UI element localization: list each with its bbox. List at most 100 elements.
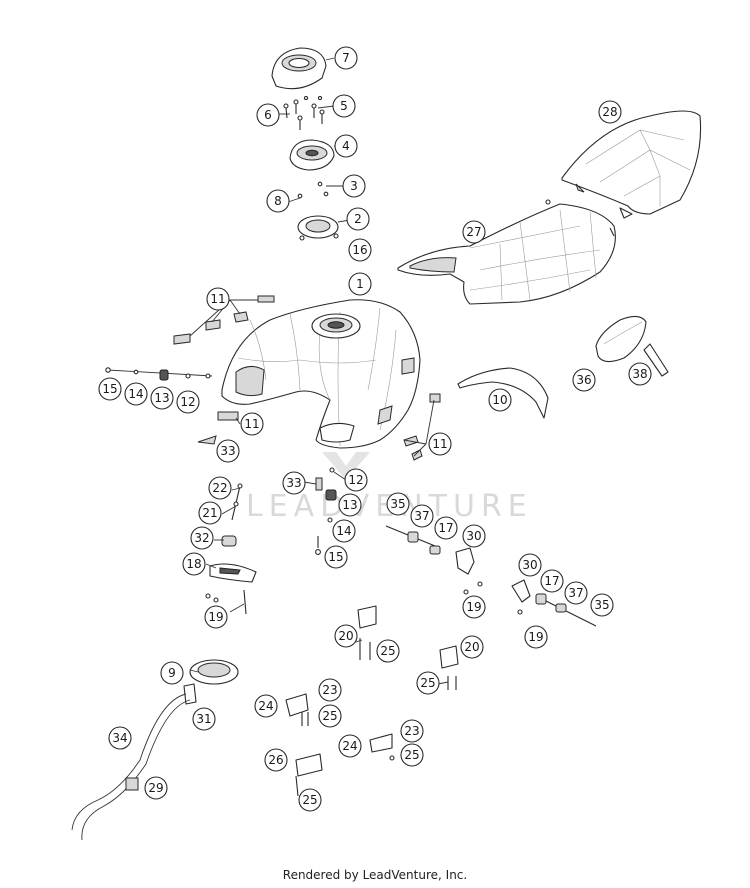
svg-text:23: 23 xyxy=(404,724,419,738)
callout-23-lower: 23 xyxy=(400,719,424,743)
tank-rear-cover xyxy=(457,367,549,419)
callout-25-bottom: 25 xyxy=(298,788,322,812)
callout-27: 27 xyxy=(462,220,486,244)
callout-24-lower: 24 xyxy=(338,734,362,758)
svg-text:19: 19 xyxy=(208,610,223,624)
callout-24-upper: 24 xyxy=(254,694,278,718)
lower-bracket-bottom xyxy=(295,753,323,797)
callout-36: 36 xyxy=(572,368,596,392)
svg-text:11: 11 xyxy=(432,437,447,451)
svg-text:19: 19 xyxy=(466,600,481,614)
callout-17-front: 17 xyxy=(434,516,458,540)
svg-text:15: 15 xyxy=(328,550,343,564)
svg-text:8: 8 xyxy=(274,194,282,208)
callout-19-front: 19 xyxy=(462,595,486,619)
callout-11-mid: 11 xyxy=(240,412,264,436)
cap-small-screws xyxy=(297,181,329,199)
watermark-text: LEADVENTURE xyxy=(246,489,533,524)
callout-22: 22 xyxy=(208,476,232,500)
callout-35-front: 35 xyxy=(386,492,410,516)
svg-text:29: 29 xyxy=(148,781,163,795)
callout-35-rear: 35 xyxy=(590,593,614,617)
callout-11-top: 11 xyxy=(206,287,230,311)
callout-4: 4 xyxy=(334,134,358,158)
svg-text:20: 20 xyxy=(338,629,353,643)
svg-text:25: 25 xyxy=(322,709,337,723)
svg-text:18: 18 xyxy=(186,557,201,571)
callout-15-left: 15 xyxy=(98,377,122,401)
footer-credit: Rendered by LeadVenture, Inc. xyxy=(282,868,468,882)
callout-38: 38 xyxy=(628,362,652,386)
svg-text:27: 27 xyxy=(466,225,481,239)
svg-text:2: 2 xyxy=(354,212,362,226)
callout-28: 28 xyxy=(598,100,622,124)
svg-text:24: 24 xyxy=(258,699,273,713)
svg-text:13: 13 xyxy=(342,498,357,512)
svg-text:22: 22 xyxy=(212,481,227,495)
svg-text:5: 5 xyxy=(340,99,348,113)
clip-right xyxy=(439,645,459,690)
callout-6: 6 xyxy=(256,103,280,127)
callout-25-upper: 25 xyxy=(318,704,342,728)
rear-seat xyxy=(561,110,702,219)
callout-20-left: 20 xyxy=(334,624,358,648)
svg-text:28: 28 xyxy=(602,105,617,119)
svg-text:17: 17 xyxy=(438,521,453,535)
svg-text:19: 19 xyxy=(528,630,543,644)
front-seat xyxy=(397,199,616,305)
svg-text:12: 12 xyxy=(348,473,363,487)
callout-2: 2 xyxy=(346,207,370,231)
svg-text:20: 20 xyxy=(464,640,479,654)
svg-text:9: 9 xyxy=(168,666,176,680)
left-bracket-assembly xyxy=(205,483,257,615)
callout-30-front: 30 xyxy=(462,524,486,548)
callout-16: 16 xyxy=(348,238,372,262)
right-rear-bracket-assembly xyxy=(511,579,597,627)
svg-text:25: 25 xyxy=(420,676,435,690)
svg-text:35: 35 xyxy=(594,598,609,612)
svg-text:7: 7 xyxy=(342,51,350,65)
callout-12-left: 12 xyxy=(176,390,200,414)
callout-14-left: 14 xyxy=(124,382,148,406)
tank-pad xyxy=(595,315,647,363)
callout-25-left: 25 xyxy=(376,639,400,663)
watermark: LEADVENTURE xyxy=(246,452,533,524)
svg-text:26: 26 xyxy=(268,753,283,767)
callout-9: 9 xyxy=(160,661,184,685)
callout-21: 21 xyxy=(198,501,222,525)
front-mount-bolt-set xyxy=(315,467,337,555)
callout-19-left: 19 xyxy=(204,605,228,629)
svg-text:21: 21 xyxy=(202,506,217,520)
callout-34: 34 xyxy=(108,726,132,750)
svg-text:30: 30 xyxy=(522,558,537,572)
callout-15-mid: 15 xyxy=(324,545,348,569)
svg-text:11: 11 xyxy=(244,417,259,431)
svg-text:24: 24 xyxy=(342,739,357,753)
drain-hose-assembly xyxy=(71,659,239,841)
callout-33-mid: 33 xyxy=(282,471,306,495)
callout-29: 29 xyxy=(144,776,168,800)
filler-cap-screws xyxy=(283,95,325,130)
callout-30-rear: 30 xyxy=(518,553,542,577)
callout-26: 26 xyxy=(264,748,288,772)
svg-text:25: 25 xyxy=(302,793,317,807)
svg-text:14: 14 xyxy=(336,524,351,538)
svg-text:11: 11 xyxy=(210,292,225,306)
strap xyxy=(643,343,669,377)
callout-33-left: 33 xyxy=(216,439,240,463)
svg-text:32: 32 xyxy=(194,531,209,545)
clip-left xyxy=(357,605,377,660)
callout-5: 5 xyxy=(332,94,356,118)
svg-text:33: 33 xyxy=(220,444,235,458)
callout-37-front: 37 xyxy=(410,504,434,528)
svg-text:38: 38 xyxy=(632,367,647,381)
callout-12-mid: 12 xyxy=(344,468,368,492)
svg-text:37: 37 xyxy=(568,586,583,600)
callout-18: 18 xyxy=(182,552,206,576)
svg-text:36: 36 xyxy=(576,373,591,387)
svg-text:25: 25 xyxy=(404,748,419,762)
svg-text:17: 17 xyxy=(544,574,559,588)
callout-1: 1 xyxy=(348,272,372,296)
svg-text:35: 35 xyxy=(390,497,405,511)
